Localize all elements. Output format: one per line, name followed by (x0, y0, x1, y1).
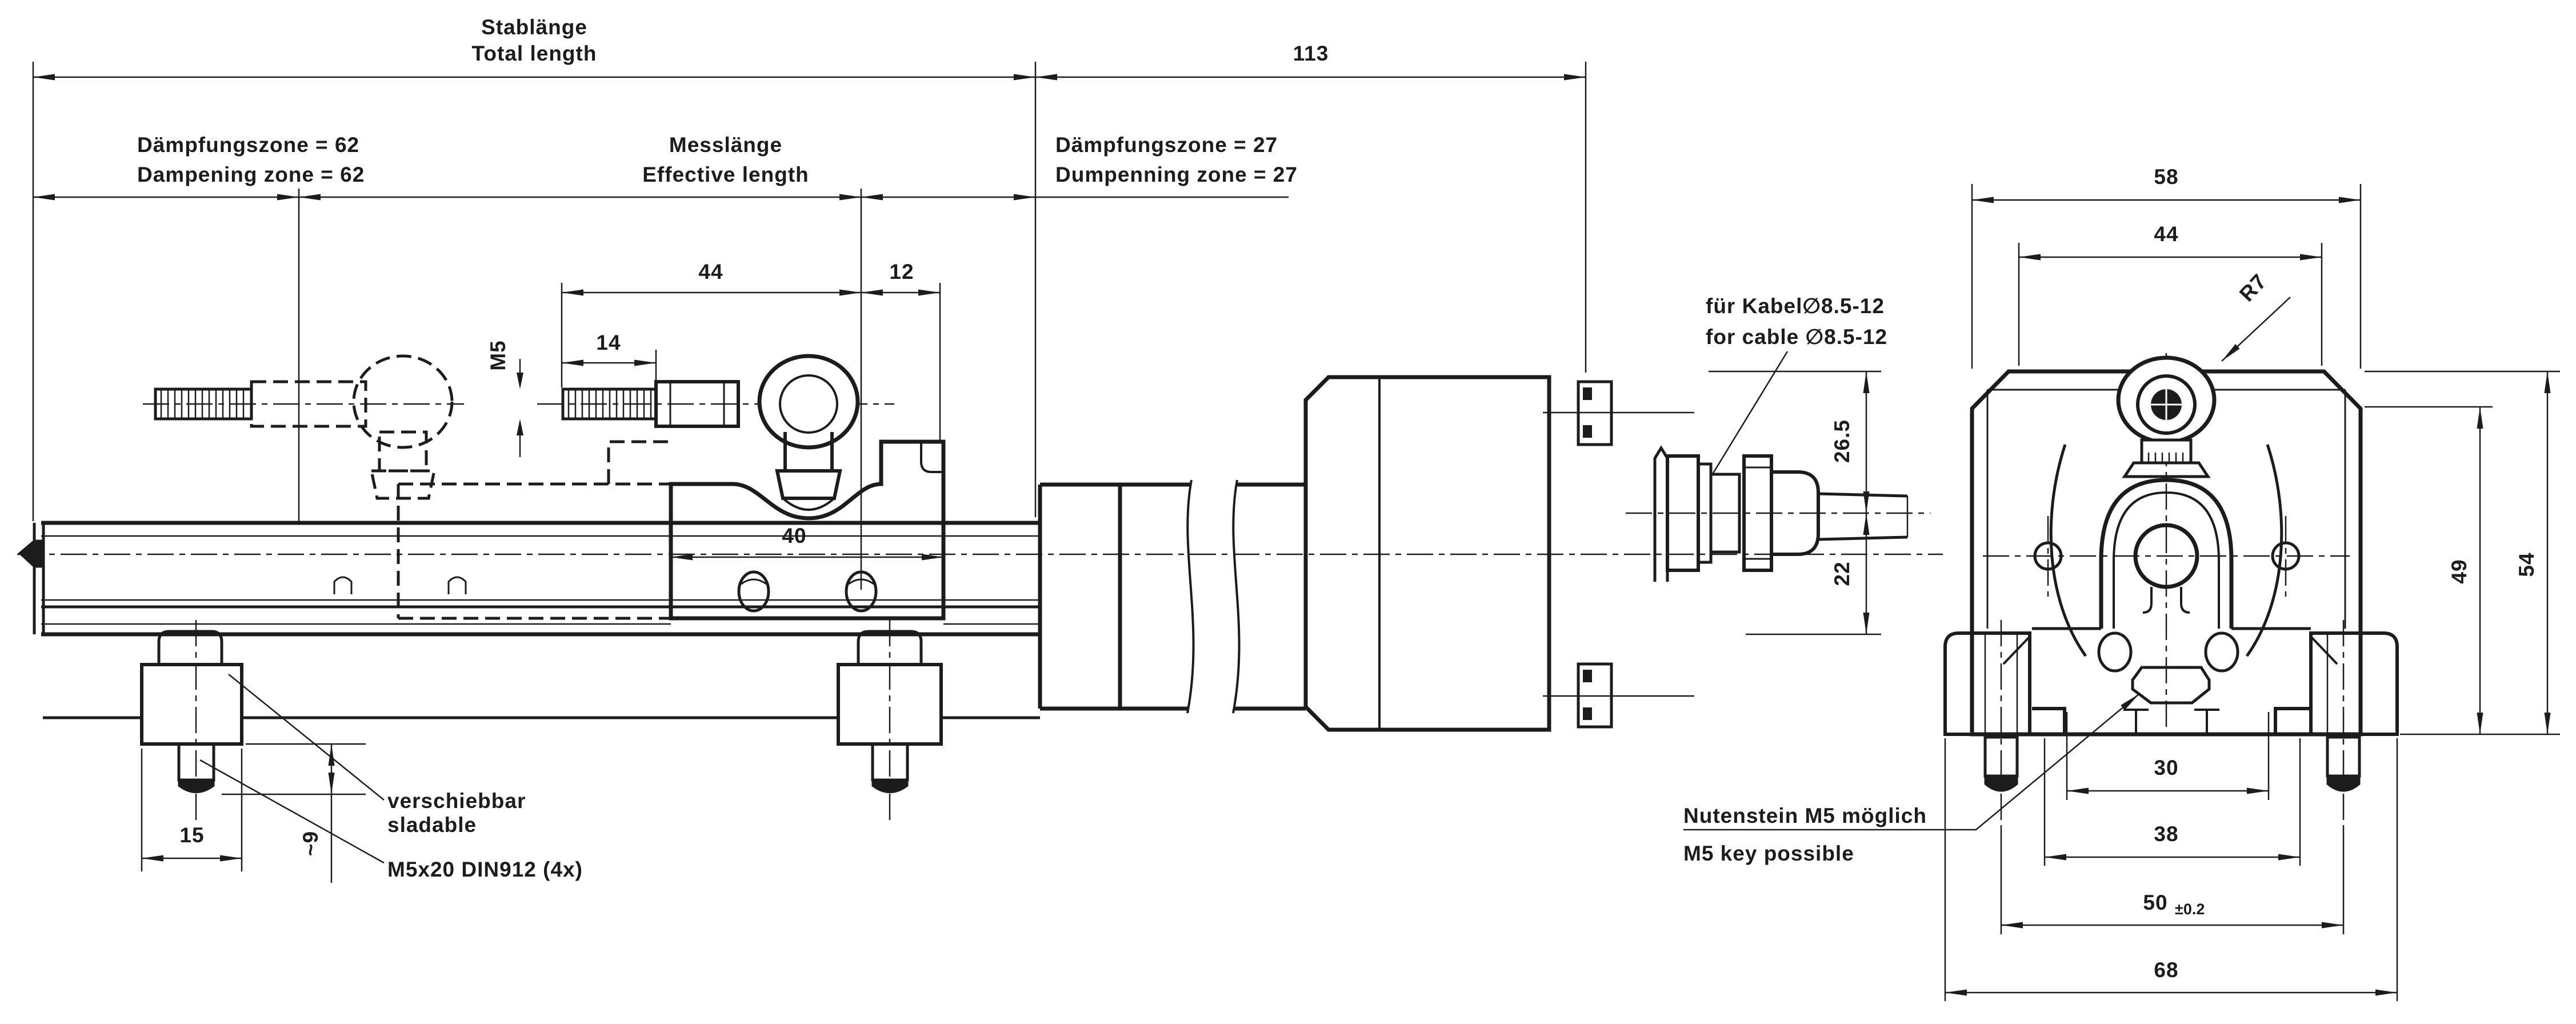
dim-30: 30 (2154, 756, 2178, 779)
t-slot-key (2131, 666, 2211, 705)
label-radius-r7: R7 (2235, 269, 2271, 306)
leader-cable (1712, 351, 1789, 474)
label-key-note-en: M5 key possible (1683, 842, 1854, 865)
label-slidable-en: sladable (387, 813, 477, 837)
rod-end (561, 354, 860, 511)
label-slidable-de: verschiebbar (387, 789, 526, 813)
label-total-length-en: Total length (472, 42, 597, 65)
end-base (2032, 631, 2311, 736)
rod-hole (2133, 523, 2199, 589)
dim-50-tolerance: ±0.2 (2175, 901, 2205, 918)
end-ball-joint (2116, 355, 2217, 478)
dim-12: 12 (889, 260, 914, 283)
label-damping-left-en: Dampening zone = 62 (137, 163, 365, 186)
dim-54: 54 (2515, 552, 2538, 577)
dim-44-end: 44 (2154, 222, 2178, 246)
label-cable-en: for cable ∅8.5-12 (1706, 325, 1887, 349)
dim-40: 40 (782, 524, 806, 547)
label-total-length-de: Stablänge (481, 15, 587, 39)
dim-50: 50 (2143, 891, 2167, 914)
leader-screw-note (199, 759, 385, 864)
dim-15: 15 (179, 823, 204, 847)
end-feet (1943, 631, 2399, 792)
leader-radius (2221, 297, 2291, 362)
label-key-note-de: Nutenstein M5 möglich (1683, 804, 1927, 827)
dim-22: 22 (1830, 561, 1854, 586)
dim-14: 14 (596, 331, 621, 354)
mounting-feet (140, 630, 943, 793)
dim-44-side: 44 (698, 260, 723, 283)
side-view (17, 354, 1943, 823)
dim-26-5: 26.5 (1830, 419, 1854, 463)
dim-49: 49 (2447, 559, 2471, 583)
electronics-housing (1303, 375, 1694, 732)
label-screw-note: M5x20 DIN912 (4x) (387, 858, 583, 881)
dim-58: 58 (2154, 165, 2178, 189)
rail-profile (18, 521, 1040, 719)
leader-key-note (1683, 693, 2140, 831)
end-cavity (2032, 444, 2311, 657)
end-view (1943, 353, 2399, 823)
break-line (1186, 479, 1195, 714)
label-effective-en: Effective length (642, 163, 809, 186)
label-damping-right-de: Dämpfungszone = 27 (1055, 133, 1278, 157)
dim-9: ~9 (299, 831, 322, 856)
label-damping-right-en: Dumpenning zone = 27 (1055, 163, 1298, 186)
phantom-rod-end (154, 354, 671, 620)
labels: Stablänge Total length 113 Dämpfungszone… (137, 15, 2538, 982)
label-effective-de: Messlänge (669, 133, 782, 157)
label-damping-left-de: Dämpfungszone = 62 (137, 133, 359, 157)
dimension-lines (32, 62, 2560, 1001)
slider-block (669, 439, 946, 621)
dim-38: 38 (2154, 822, 2178, 846)
tube-section (1038, 479, 1306, 714)
dim-68: 68 (2154, 958, 2178, 982)
break-line (1232, 479, 1241, 714)
label-cable-de: für Kabel∅8.5-12 (1706, 294, 1885, 318)
leader-slidable (228, 674, 385, 801)
rod-tip (18, 539, 45, 568)
dim-113: 113 (1293, 42, 1329, 65)
ball-joint (757, 354, 860, 450)
label-thread-m5: M5 (486, 340, 510, 370)
cable-gland (1653, 445, 1909, 582)
